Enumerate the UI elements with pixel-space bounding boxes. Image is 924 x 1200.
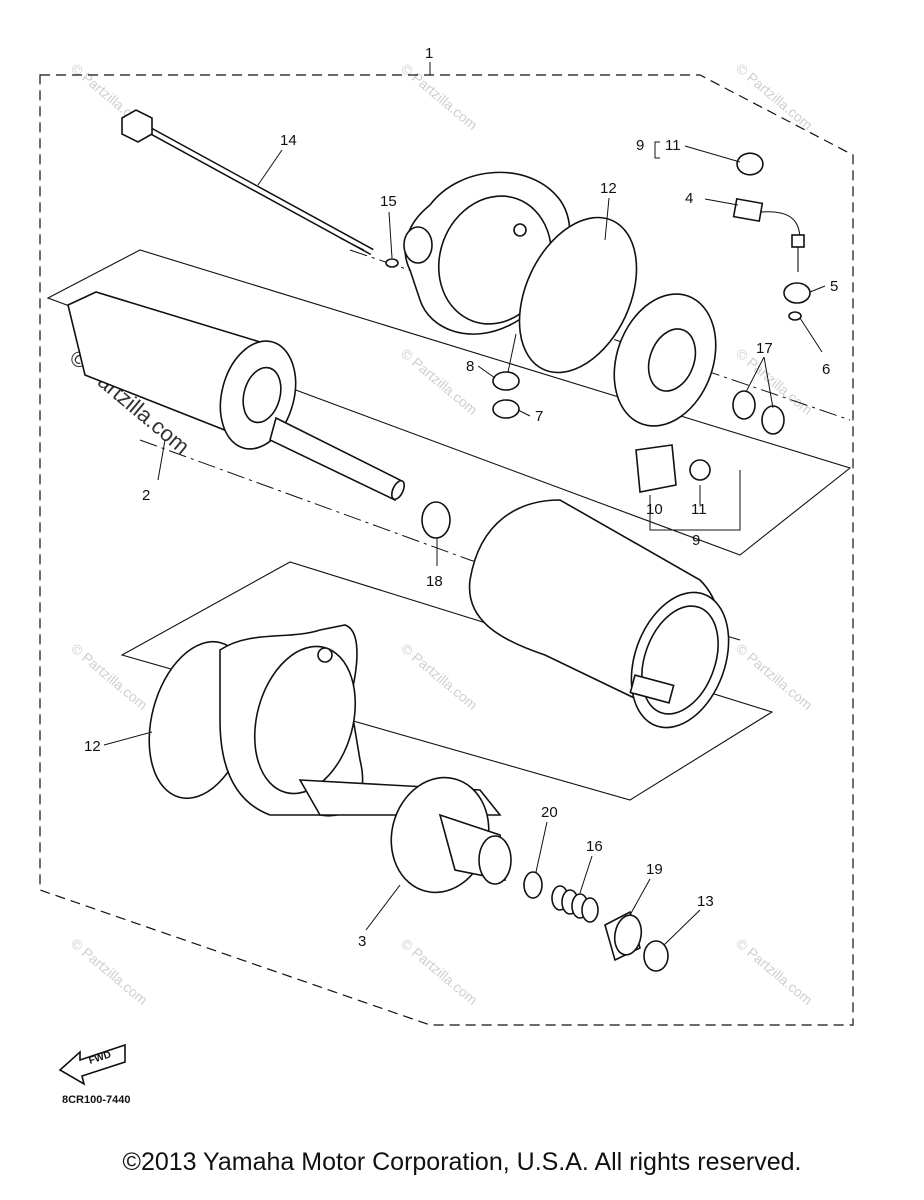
watermark: © Partzilla.com bbox=[398, 935, 481, 1008]
drawing-code: 8CR100-7440 bbox=[62, 1094, 131, 1106]
front-cover bbox=[148, 624, 502, 817]
part-label: 3 bbox=[358, 933, 366, 950]
watermark: © Partzilla.com bbox=[68, 935, 151, 1008]
watermark: © Partzilla.com bbox=[733, 640, 816, 713]
part-label: 20 bbox=[541, 804, 558, 821]
brush-spring bbox=[736, 152, 764, 176]
plane-outline bbox=[120, 561, 774, 801]
spring bbox=[551, 885, 599, 923]
part-label: 5 bbox=[830, 278, 838, 295]
part-label: 8 bbox=[466, 358, 474, 375]
brush-spring bbox=[689, 459, 711, 481]
part-label: 11 bbox=[665, 137, 681, 154]
bracket-9 bbox=[649, 470, 741, 531]
watermark: © Partzilla.com bbox=[68, 640, 151, 713]
through-bolt bbox=[121, 109, 374, 256]
watermark: © Partzilla.com bbox=[398, 60, 481, 133]
fwd-arrow-icon: FWD bbox=[58, 1043, 126, 1086]
leader-lines bbox=[103, 145, 826, 946]
part-label: 11 bbox=[691, 501, 707, 518]
watermark: © Partzilla.com bbox=[733, 60, 816, 133]
part-label: 12 bbox=[600, 180, 617, 197]
part-label: 13 bbox=[697, 893, 714, 910]
o-ring bbox=[385, 258, 399, 268]
yoke bbox=[468, 499, 730, 729]
brush-lead bbox=[732, 197, 805, 272]
retaining-ring bbox=[523, 871, 543, 899]
washer bbox=[732, 390, 756, 420]
part-label: 1 bbox=[425, 45, 433, 62]
part-label: 7 bbox=[535, 408, 543, 425]
part-label: 4 bbox=[685, 190, 693, 207]
collar bbox=[604, 910, 643, 962]
washer bbox=[761, 405, 785, 435]
copyright-text: ©2013 Yamaha Motor Corporation, U.S.A. A… bbox=[122, 1148, 802, 1176]
part-label: 18 bbox=[426, 573, 443, 590]
part-label: 17 bbox=[756, 340, 773, 357]
watermark: © Partzilla.com bbox=[398, 640, 481, 713]
washer bbox=[783, 282, 811, 304]
nut bbox=[492, 399, 520, 419]
circlip bbox=[643, 940, 669, 972]
armature bbox=[67, 291, 405, 502]
watermark: © Partzilla.com bbox=[733, 935, 816, 1008]
washer bbox=[421, 501, 451, 539]
assembly-boundary bbox=[39, 74, 854, 1026]
brush-plate bbox=[613, 293, 717, 427]
part-label: 15 bbox=[380, 193, 397, 210]
part-label: 9 bbox=[636, 137, 644, 154]
part-label: 19 bbox=[646, 861, 663, 878]
brush bbox=[635, 444, 677, 493]
part-label: 6 bbox=[822, 361, 830, 378]
part-label: 2 bbox=[142, 487, 150, 504]
part-label: 12 bbox=[84, 738, 101, 755]
part-label: 16 bbox=[586, 838, 603, 855]
pinion-clutch bbox=[390, 776, 512, 894]
o-ring-small bbox=[788, 311, 802, 321]
gasket bbox=[518, 216, 638, 374]
part-label: 10 bbox=[646, 501, 663, 518]
part-label: 9 bbox=[692, 532, 700, 549]
bracket-9-top bbox=[654, 141, 660, 159]
part-label: 14 bbox=[280, 132, 297, 149]
plane-outline bbox=[46, 249, 852, 556]
washer-nut bbox=[492, 371, 520, 391]
watermark: © Partzilla.com bbox=[398, 345, 481, 418]
part-labels: 1 14 9 11 15 12 4 5 6 17 8 7 2 10 11 9 1… bbox=[84, 45, 838, 950]
